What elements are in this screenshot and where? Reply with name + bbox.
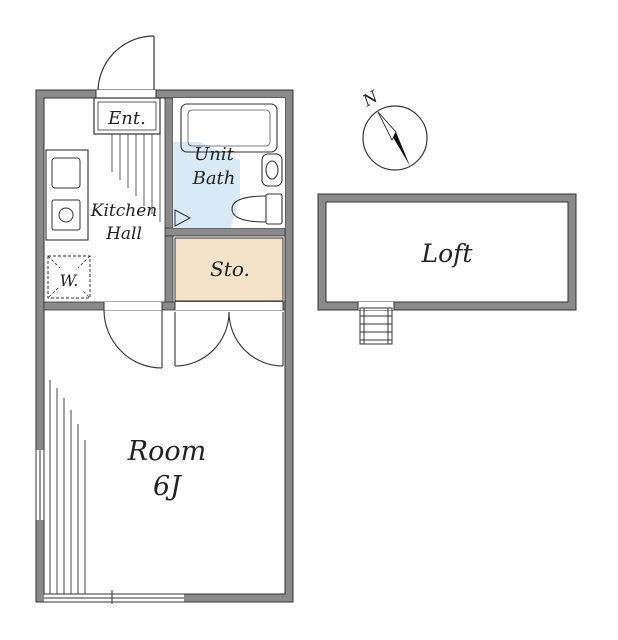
washer-label: W. [60, 271, 79, 290]
unit-bath-label-line1: Unit [194, 144, 235, 165]
stove-icon [51, 199, 81, 231]
sink-basin-icon [51, 157, 81, 189]
bath-door-icon [174, 209, 192, 227]
left-window [35, 450, 45, 520]
bathtub-icon [180, 103, 278, 153]
toilet-icon [231, 193, 283, 225]
loft [317, 193, 577, 345]
storage-label: Sto. [210, 257, 250, 281]
kitchen-label-line1: Kitchen [90, 201, 157, 221]
entrance-label: Ent. [107, 108, 146, 129]
room-floor-lines [49, 380, 86, 594]
bottom-window [44, 590, 184, 604]
unit-bath [173, 98, 285, 228]
ladder-icon [359, 307, 393, 345]
unit-bath-label-line2: Bath [192, 168, 236, 189]
entrance-door-icon [97, 35, 155, 95]
room-label-line1: Room [127, 436, 206, 467]
washer-icon [47, 255, 91, 299]
kitchen-counter [45, 149, 89, 241]
north-label: N [359, 86, 382, 110]
room-door-icons [103, 309, 284, 369]
storage-area [174, 237, 284, 302]
compass-icon [362, 105, 428, 171]
loft-label: Loft [421, 239, 474, 268]
kitchen-hall [45, 97, 161, 299]
entrance-step [93, 97, 161, 135]
sink-icon [261, 153, 283, 187]
kitchen-label-line2: Hall [105, 224, 142, 244]
room-label-line2: 6J [153, 471, 183, 502]
